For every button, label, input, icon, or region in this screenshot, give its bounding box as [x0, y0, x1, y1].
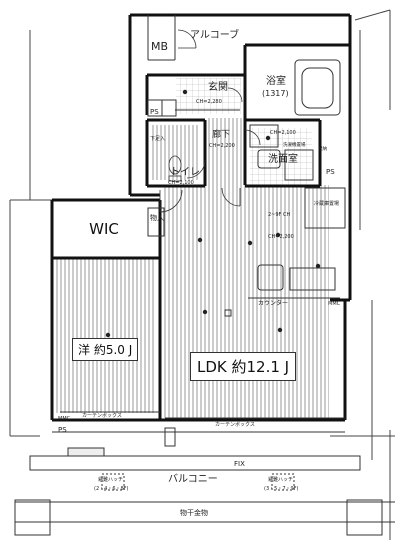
storage-shelf-label: 収納 [318, 145, 327, 152]
washroom-ch-label: CH=2,100 [270, 130, 296, 136]
mb-label: MB [151, 40, 168, 53]
ldk-ch-label: CH=2,200 [268, 234, 294, 240]
shoe-rack-label: 下足入 [150, 136, 165, 142]
storage-label: 物入 [150, 213, 164, 222]
building-shell [9, 9, 395, 540]
counter-label: カウンター [258, 299, 288, 307]
mmc-label: MMC [328, 301, 341, 307]
entrance-label: 玄関 [208, 80, 228, 93]
hatch-right-floors: (3・5・7・9F) [264, 486, 299, 492]
fridge-label: 冷蔵庫置場 [314, 200, 339, 207]
entrance-ch-label: CH=2,280 [196, 99, 222, 105]
toilet-ch-label: CH=2,100 [168, 180, 194, 186]
corridor-ch-label: CH=2,200 [209, 143, 235, 149]
mmc-label-bottom: MMC [58, 416, 71, 422]
laundry-label: 物干金物 [180, 508, 208, 517]
hatch-left-label: 避難ハッチ [98, 476, 123, 483]
light-fixtures [105, 89, 321, 338]
washroom-label: 洗面室 [268, 152, 298, 165]
toilet-label: トイレ [170, 167, 200, 178]
curtain-box-left: カーテンボックス [82, 412, 122, 419]
balcony-label: バルコニー [168, 473, 218, 485]
hatch-right-label: 避難ハッチ [268, 476, 293, 483]
washer-label: 洗濯機置場 [283, 141, 306, 148]
corridor-label: 廊下 [212, 128, 230, 140]
washroom-floor [250, 128, 312, 186]
ldk-ch2-label: 2~9F CH [268, 212, 291, 218]
corridor-floor [207, 118, 245, 188]
toilet-fixture [168, 155, 182, 182]
door-swings [159, 29, 261, 213]
inner-lines [14, 15, 395, 536]
curtain-box-right: カーテンボックス [215, 421, 255, 428]
ps-label-right: PS [326, 168, 335, 176]
hatch-left-floors: (2・4・6・8F) [94, 486, 129, 492]
bath-size-label: (1317) [262, 89, 289, 98]
alcove-label: アルコーブ [190, 28, 239, 41]
toilet-floor [150, 125, 200, 180]
ps-label-top: PS [150, 108, 159, 116]
entrance-floor [176, 78, 241, 114]
western-room-label: 洋 約5.0 J [72, 338, 139, 361]
wic-label: WIC [89, 220, 119, 238]
ldk-label: LDK 約12.1 J [190, 352, 297, 381]
walls [50, 13, 352, 422]
bath-label: 浴室 [266, 74, 286, 87]
fix-label: FIX [234, 460, 245, 468]
ldk-floor-upper [242, 186, 327, 298]
ps-label-bottom: PS [58, 426, 67, 434]
